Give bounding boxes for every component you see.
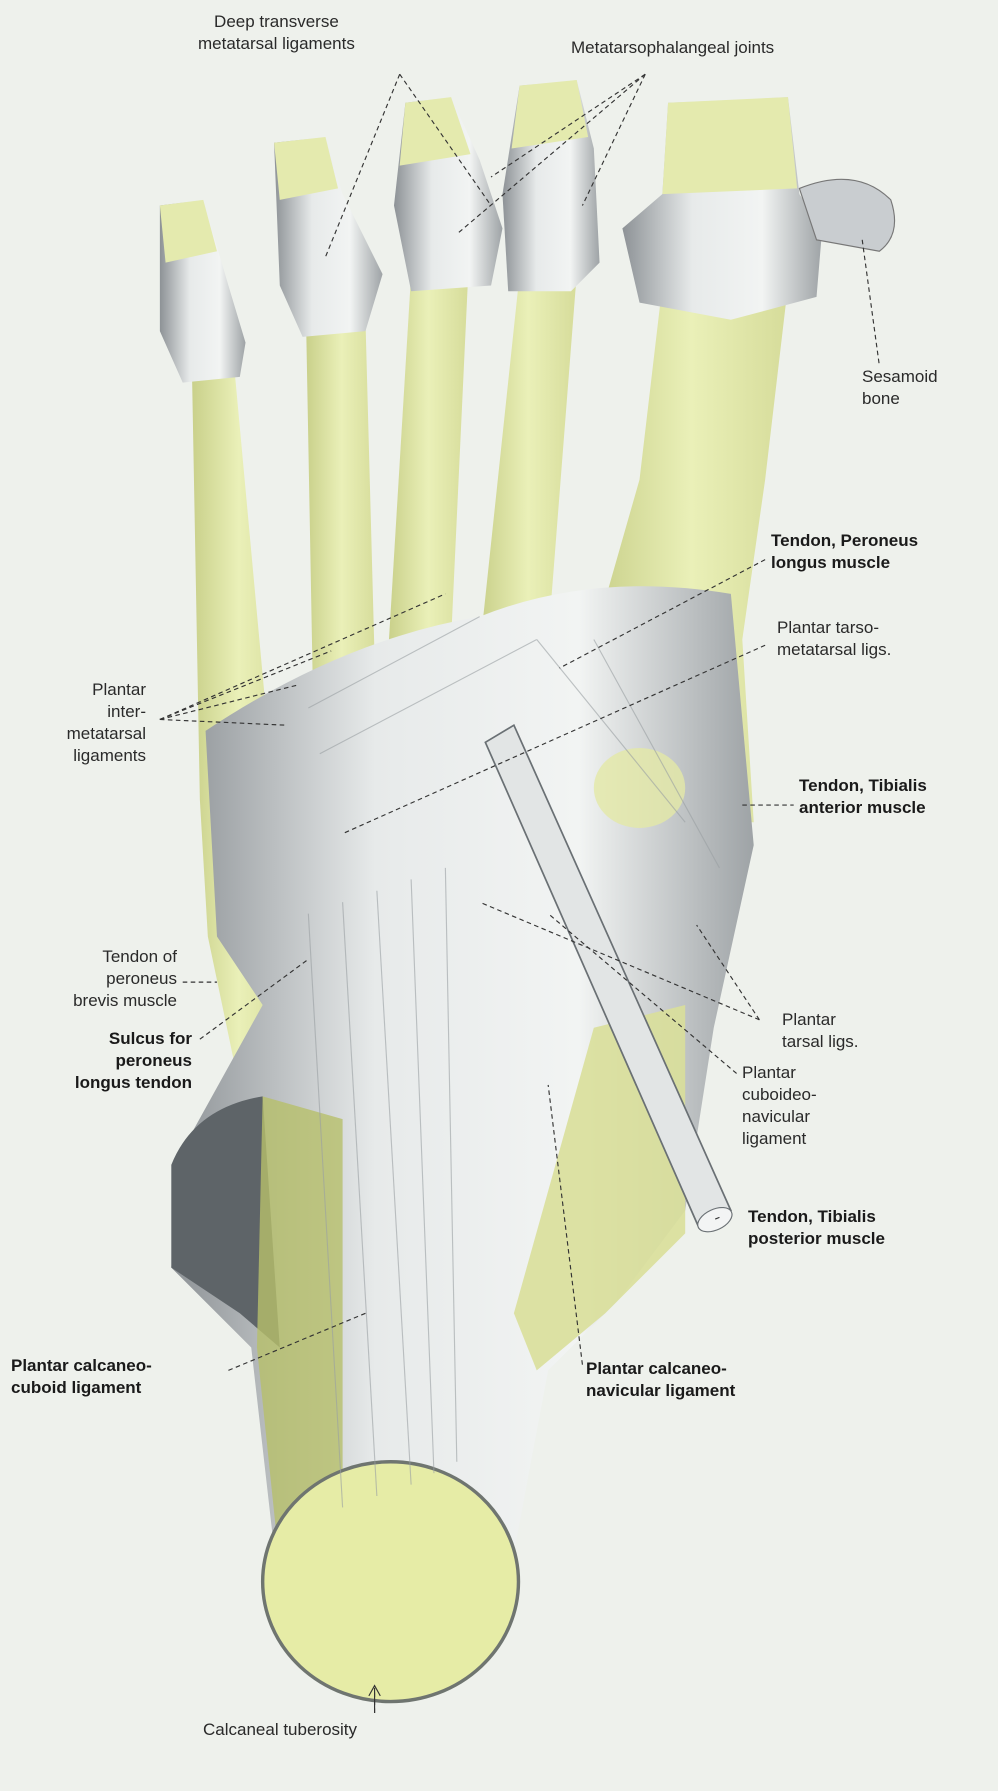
label-line: anterior muscle [799, 798, 926, 817]
label-line: Tendon, Peroneus [771, 531, 919, 550]
label-line: metatarsal [66, 724, 146, 743]
label-line: Plantar [742, 1063, 796, 1082]
label-line: tarsal ligs. [782, 1032, 859, 1051]
label-line: Metatarsophalangeal joints [571, 38, 775, 57]
label-line: cuboid ligament [11, 1378, 142, 1397]
label-tendon-tibialis-posterior: Tendon, Tibialis posterior muscle [748, 1206, 885, 1250]
label-line: peroneus [106, 969, 177, 988]
label-line: Deep transverse [214, 12, 339, 31]
label-deep-transverse-metatarsal-ligaments: Deep transverse metatarsal ligaments [198, 11, 355, 55]
label-line: ligaments [73, 746, 146, 765]
label-calcaneal-tuberosity: Calcaneal tuberosity [203, 1719, 357, 1741]
label-line: longus tendon [74, 1073, 192, 1092]
label-line: Tendon, Tibialis [748, 1207, 876, 1226]
metatarsal-2 [479, 274, 577, 651]
label-line: Plantar calcaneo- [586, 1359, 727, 1378]
label-plantar-tarsal-ligs: Plantar tarsal ligs. [782, 1009, 859, 1053]
label-line: inter- [107, 702, 146, 721]
label-line: Calcaneal tuberosity [203, 1720, 358, 1739]
label-line: Plantar tarso- [777, 618, 880, 637]
label-line: metatarsal ligs. [777, 640, 892, 659]
label-line: Tendon, Tibialis [799, 776, 927, 795]
label-plantar-calcaneocuboid-ligament: Plantar calcaneo- cuboid ligament [11, 1355, 152, 1399]
sesamoid-bone [798, 178, 896, 252]
label-line: metatarsal ligaments [198, 34, 355, 53]
label-tendon-tibialis-anterior: Tendon, Tibialis anterior muscle [799, 775, 927, 819]
label-plantar-tarsometatarsal-ligs: Plantar tarso- metatarsal ligs. [777, 617, 891, 661]
label-line: Sulcus for [108, 1029, 192, 1048]
label-plantar-intermetatarsal-ligaments: Plantar inter- metatarsal ligaments [67, 679, 146, 767]
label-metatarsophalangeal-joints: Metatarsophalangeal joints [571, 37, 774, 59]
label-line: posterior muscle [748, 1229, 885, 1248]
label-line: Tendon of [102, 947, 177, 966]
label-sulcus-peroneus-longus: Sulcus for peroneus longus tendon [75, 1028, 192, 1094]
label-line: navicular [742, 1107, 811, 1126]
label-line: Plantar [782, 1010, 836, 1029]
calcaneal-tuberosity [260, 1460, 521, 1704]
label-sesamoid-bone: Sesamoid bone [862, 366, 938, 410]
label-plantar-cuboideonavicular-ligament: Plantar cuboideo- navicular ligament [742, 1062, 817, 1150]
metatarsal-3 [388, 274, 469, 651]
label-line: Sesamoid [862, 367, 938, 386]
label-plantar-calcaneonavicular-ligament: Plantar calcaneo- navicular ligament [586, 1358, 735, 1402]
metatarsal-4 [306, 319, 377, 754]
label-tendon-peroneus-brevis: Tendon of peroneus brevis muscle [73, 946, 177, 1012]
label-line: Plantar calcaneo- [11, 1356, 152, 1375]
label-line: Plantar [92, 680, 146, 699]
label-line: cuboideo- [742, 1085, 817, 1104]
label-line: navicular ligament [586, 1381, 736, 1400]
label-tendon-peroneus-longus: Tendon, Peroneus longus muscle [771, 530, 918, 574]
label-line: ligament [742, 1129, 807, 1148]
label-line: longus muscle [771, 553, 891, 572]
label-line: peroneus [115, 1051, 192, 1070]
label-line: brevis muscle [73, 991, 177, 1010]
label-line: bone [862, 389, 900, 408]
